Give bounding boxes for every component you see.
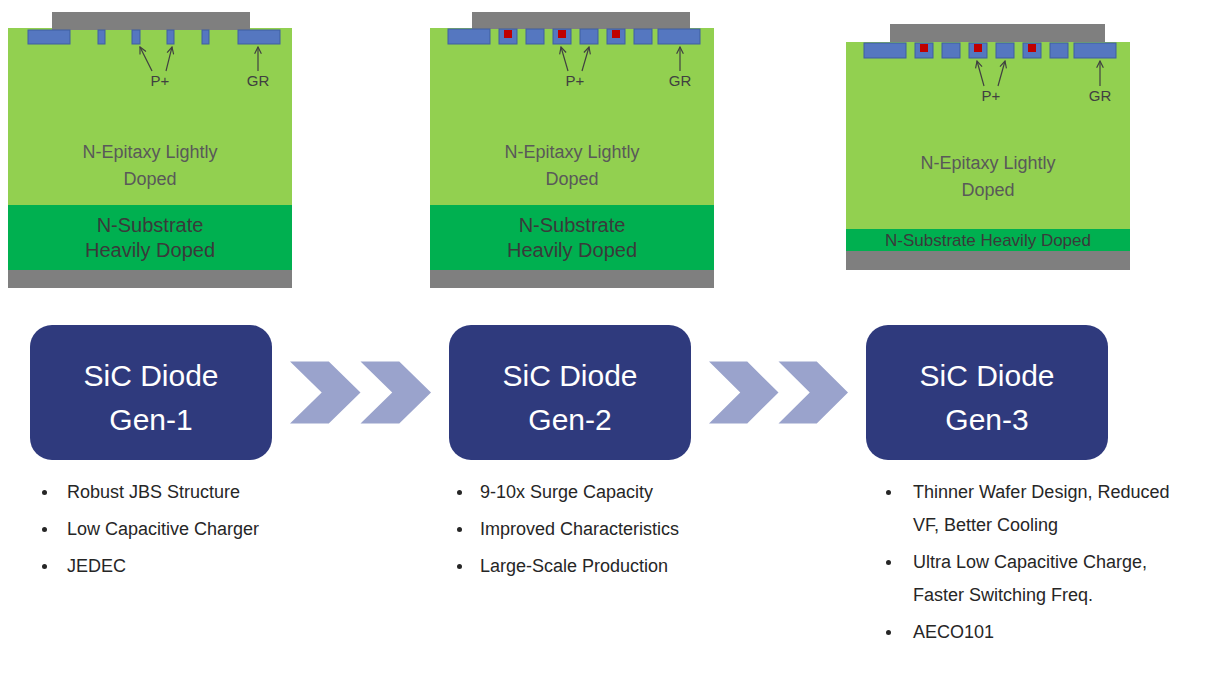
- anode-metal: [890, 24, 1105, 42]
- box-title: SiC Diode Gen-2: [480, 354, 660, 442]
- bullet-dot: [457, 490, 462, 495]
- feature-bullet: Ultra Low Capacitive Charge, Faster Swit…: [913, 546, 1198, 612]
- layer-label: N-Substrate Heavily Doped: [885, 231, 1091, 251]
- bullet-dot: [42, 490, 47, 495]
- feature-bullet: Improved Characteristics: [480, 513, 740, 546]
- generation-box: SiC Diode Gen-3: [866, 325, 1108, 460]
- layer-label: N-Epitaxy Lightly Doped: [80, 139, 220, 193]
- leader-lines: [977, 61, 1100, 86]
- feature-bullet: Low Capacitive Charger: [67, 513, 327, 546]
- cathode-metal: [430, 270, 714, 288]
- leader-lines: [140, 47, 258, 71]
- layer-label: N-Substrate Heavily Doped: [70, 213, 230, 263]
- region-tag: P+: [961, 87, 1021, 105]
- generation-box: SiC Diode Gen-2: [449, 325, 691, 460]
- implants: [28, 30, 280, 44]
- generation-box: SiC Diode Gen-1: [30, 325, 272, 460]
- region-tag: P+: [545, 72, 605, 90]
- layer-label: N-Substrate Heavily Doped: [492, 213, 652, 263]
- substrate-layer: N-Substrate Heavily Doped: [8, 205, 292, 270]
- chevron-arrow: [290, 362, 431, 424]
- p-plus-islands: [920, 44, 1036, 52]
- bullet-dot: [42, 564, 47, 569]
- bullet-dot: [886, 490, 891, 495]
- implants: [864, 43, 1116, 58]
- bullet-dot: [457, 527, 462, 532]
- layer-label: N-Epitaxy Lightly Doped: [502, 139, 642, 193]
- bullet-dot: [886, 560, 891, 565]
- box-title: SiC Diode Gen-3: [897, 354, 1077, 442]
- feature-bullet: Robust JBS Structure: [67, 476, 327, 509]
- bullet-dot: [42, 527, 47, 532]
- epitaxy-layer: N-Epitaxy Lightly Doped: [846, 42, 1130, 230]
- gen3-section: [846, 24, 1130, 270]
- layer-label: N-Epitaxy Lightly Doped: [918, 150, 1058, 204]
- epitaxy-layer: N-Epitaxy Lightly Doped: [8, 28, 292, 205]
- feature-bullet: JEDEC: [67, 550, 327, 583]
- region-tag: GR: [1070, 87, 1130, 105]
- anode-metal: [472, 12, 690, 29]
- region-tag: GR: [650, 72, 710, 90]
- substrate-layer: N-Substrate Heavily Doped: [846, 229, 1130, 253]
- feature-bullet: Large-Scale Production: [480, 550, 740, 583]
- bullet-dot: [886, 630, 891, 635]
- gen1-section: [8, 12, 292, 288]
- box-title: SiC Diode Gen-1: [61, 354, 241, 442]
- feature-bullet: Thinner Wafer Design, Reduced VF, Better…: [913, 476, 1198, 542]
- region-tag: P+: [130, 72, 190, 90]
- p-plus-islands: [504, 30, 620, 38]
- feature-bullet: 9-10x Surge Capacity: [480, 476, 740, 509]
- anode-metal: [52, 12, 250, 30]
- cathode-metal: [846, 251, 1130, 270]
- implants: [448, 29, 700, 44]
- region-tag: GR: [228, 72, 288, 90]
- leader-lines: [561, 47, 680, 71]
- gen2-section: [430, 12, 714, 288]
- cathode-metal: [8, 270, 292, 288]
- epitaxy-layer: N-Epitaxy Lightly Doped: [430, 28, 714, 205]
- chevron-arrow: [709, 362, 848, 424]
- feature-bullet: AECO101: [913, 616, 1198, 649]
- bullet-dot: [457, 564, 462, 569]
- substrate-layer: N-Substrate Heavily Doped: [430, 205, 714, 270]
